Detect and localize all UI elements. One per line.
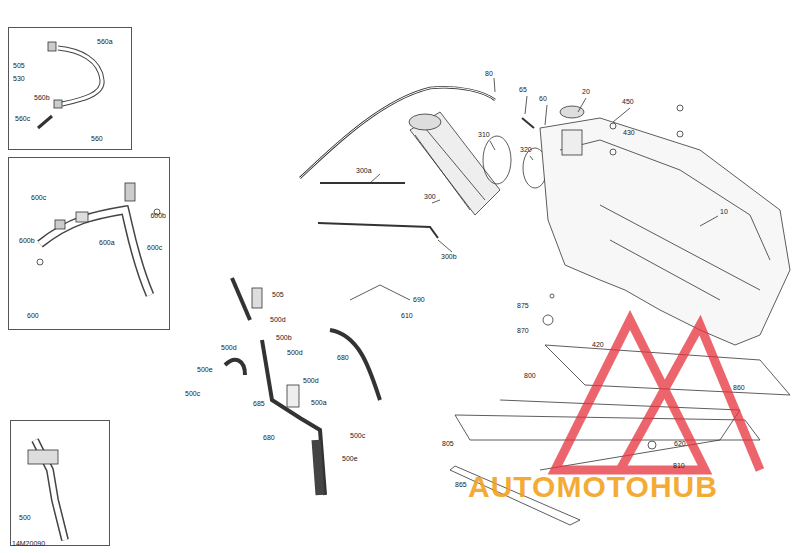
callout-number: 60 [539,95,547,103]
callout-number: 500a [311,399,327,407]
callout-number: 680 [337,354,349,362]
inset-panel: 600c 600b 600b 600a 600c 600 [8,157,170,330]
inset-panel: 560a 505 530 560b 560c 560 [8,27,132,150]
callout-number: 685 [253,400,265,408]
callout-number: 600 [27,312,39,320]
callout-number: 505 [13,62,25,70]
callout-number: 530 [13,75,25,83]
callout-number: 310 [478,131,490,139]
callout-number: 500d [303,377,319,385]
callout-number: 560a [97,38,113,46]
callout-number: 600c [147,244,162,252]
callout-number: 500 [19,514,31,522]
callout-number: 300a [356,167,372,175]
callout-number: 20 [582,88,590,96]
callout-number: 500d [287,349,303,357]
callout-number: 805 [442,440,454,448]
callout-number: 600a [99,239,115,247]
callout-number: 80 [485,70,493,78]
callout-number: 600b [19,237,35,245]
callout-number: 560c [15,115,30,123]
callout-number: 800 [524,372,536,380]
callout-number: 560b [34,94,50,102]
callout-number: 680 [263,434,275,442]
callout-number: 430 [623,129,635,137]
callout-number: 600b [150,212,166,220]
callout-number: 810 [673,462,685,470]
callout-number: 500e [197,366,213,374]
callout-number: 505 [272,291,284,299]
callout-number: 320 [520,146,532,154]
callout-number: 14M20090 [12,540,45,548]
callout-number: 620 [674,440,686,448]
inset-panel: 500 [10,420,110,546]
callout-number: 300b [441,253,457,261]
callout-number: 500b [276,334,292,342]
callout-number: 500d [221,344,237,352]
callout-number: 420 [592,341,604,349]
callout-number: 500e [342,455,358,463]
callout-number: 870 [517,327,529,335]
watermark: AUTOMOTOHUB [468,471,718,503]
callout-number: 560 [91,135,103,143]
callout-number: 600c [31,194,46,202]
callout-number: 860 [733,384,745,392]
callout-number: 500c [185,390,200,398]
callout-number: 300 [424,193,436,201]
callout-number: 500d [270,316,286,324]
callout-number: 450 [622,98,634,106]
callout-number: 65 [519,86,527,94]
callout-number: 865 [455,481,467,489]
callout-number: 875 [517,302,529,310]
callout-number: 500c [350,432,365,440]
callout-number: 610 [401,312,413,320]
callout-number: 10 [720,208,728,216]
callout-number: 690 [413,296,425,304]
